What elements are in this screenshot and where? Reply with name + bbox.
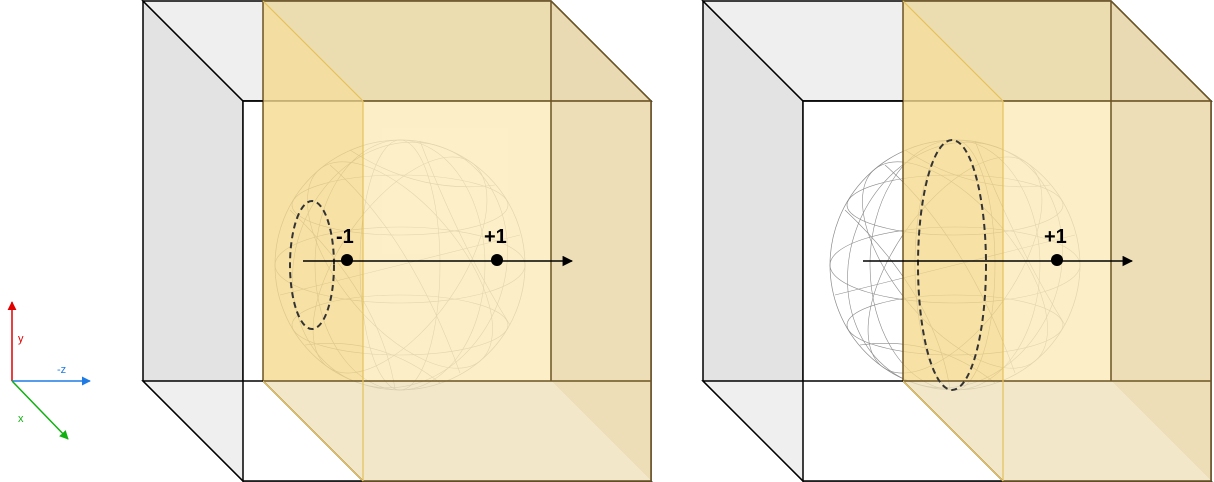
point-minus-one [341,254,353,266]
y-axis-label: y [18,333,24,345]
slab-right-face [1111,1,1211,481]
left-panel: -1 +1 [141,0,653,482]
slab-front-face [363,101,551,381]
point-plus-one [1051,254,1063,266]
label-plus-one: +1 [1044,226,1067,248]
dashed-loop [917,139,987,391]
slab [263,1,651,481]
slab [903,1,1211,481]
point-plus-one [491,254,503,266]
x-axis-label: x [18,413,24,425]
slab-left-face [903,1,1003,481]
dashed-loop [289,200,335,330]
label-plus-one: +1 [484,226,507,248]
slab-right-face [551,1,651,481]
slab-bottom [263,381,651,481]
z-axis-label: -z [57,364,66,376]
slab-front-face [1003,101,1111,381]
axes-legend: y -z x [7,301,91,440]
label-minus-one: -1 [336,226,354,248]
slab-bottom [903,381,1211,481]
x-axis-arrow [11,380,69,440]
slab-left-face [263,1,363,481]
right-panel: +1 [701,0,1213,482]
